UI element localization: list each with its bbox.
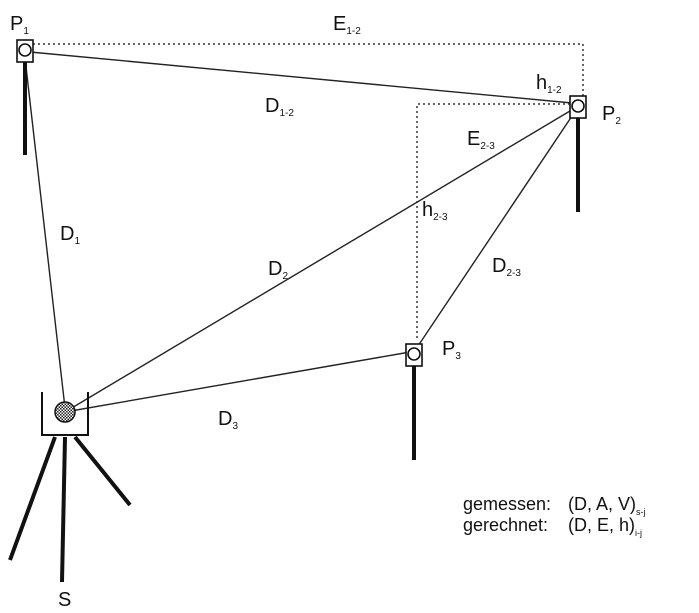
label-p2: P2 <box>602 103 621 127</box>
label-e12: E1-2 <box>333 13 361 37</box>
label-e23: E2-3 <box>467 128 495 152</box>
label-d2: D2 <box>268 258 288 282</box>
legend-computed-value: (D, E, h)i-j <box>568 515 642 538</box>
tripod-leg-right <box>73 435 132 507</box>
label-d23: D2-3 <box>492 255 521 279</box>
target-p1 <box>16 39 34 155</box>
instrument-icon <box>54 401 76 423</box>
line-e12-h12 <box>33 43 584 96</box>
tripod-leg-left <box>8 436 57 561</box>
line-e23-h23 <box>416 103 575 340</box>
label-h23: h2-3 <box>422 199 448 223</box>
label-d1: D1 <box>60 223 80 247</box>
line-d23 <box>417 109 577 347</box>
label-p1: P1 <box>10 13 29 37</box>
label-d12: D1-2 <box>265 95 294 119</box>
legend-measured-label: gemessen: <box>463 494 551 514</box>
line-d2 <box>64 107 576 413</box>
line-d3 <box>64 351 411 413</box>
legend: gemessen: (D, A, V)s-j gerechnet: (D, E,… <box>463 494 646 538</box>
line-d1 <box>24 57 66 409</box>
tripod-leg-center <box>60 436 67 583</box>
label-p3: P3 <box>442 338 461 362</box>
target-p3 <box>405 343 423 460</box>
target-p2 <box>569 95 587 212</box>
instrument-station <box>8 392 132 583</box>
legend-computed-label: gerechnet: <box>463 515 548 535</box>
label-d3: D3 <box>218 408 238 432</box>
label-s: S <box>58 589 71 611</box>
label-h12: h1-2 <box>536 72 562 96</box>
legend-measured-value: (D, A, V)s-j <box>568 494 646 517</box>
line-d12 <box>29 51 573 104</box>
